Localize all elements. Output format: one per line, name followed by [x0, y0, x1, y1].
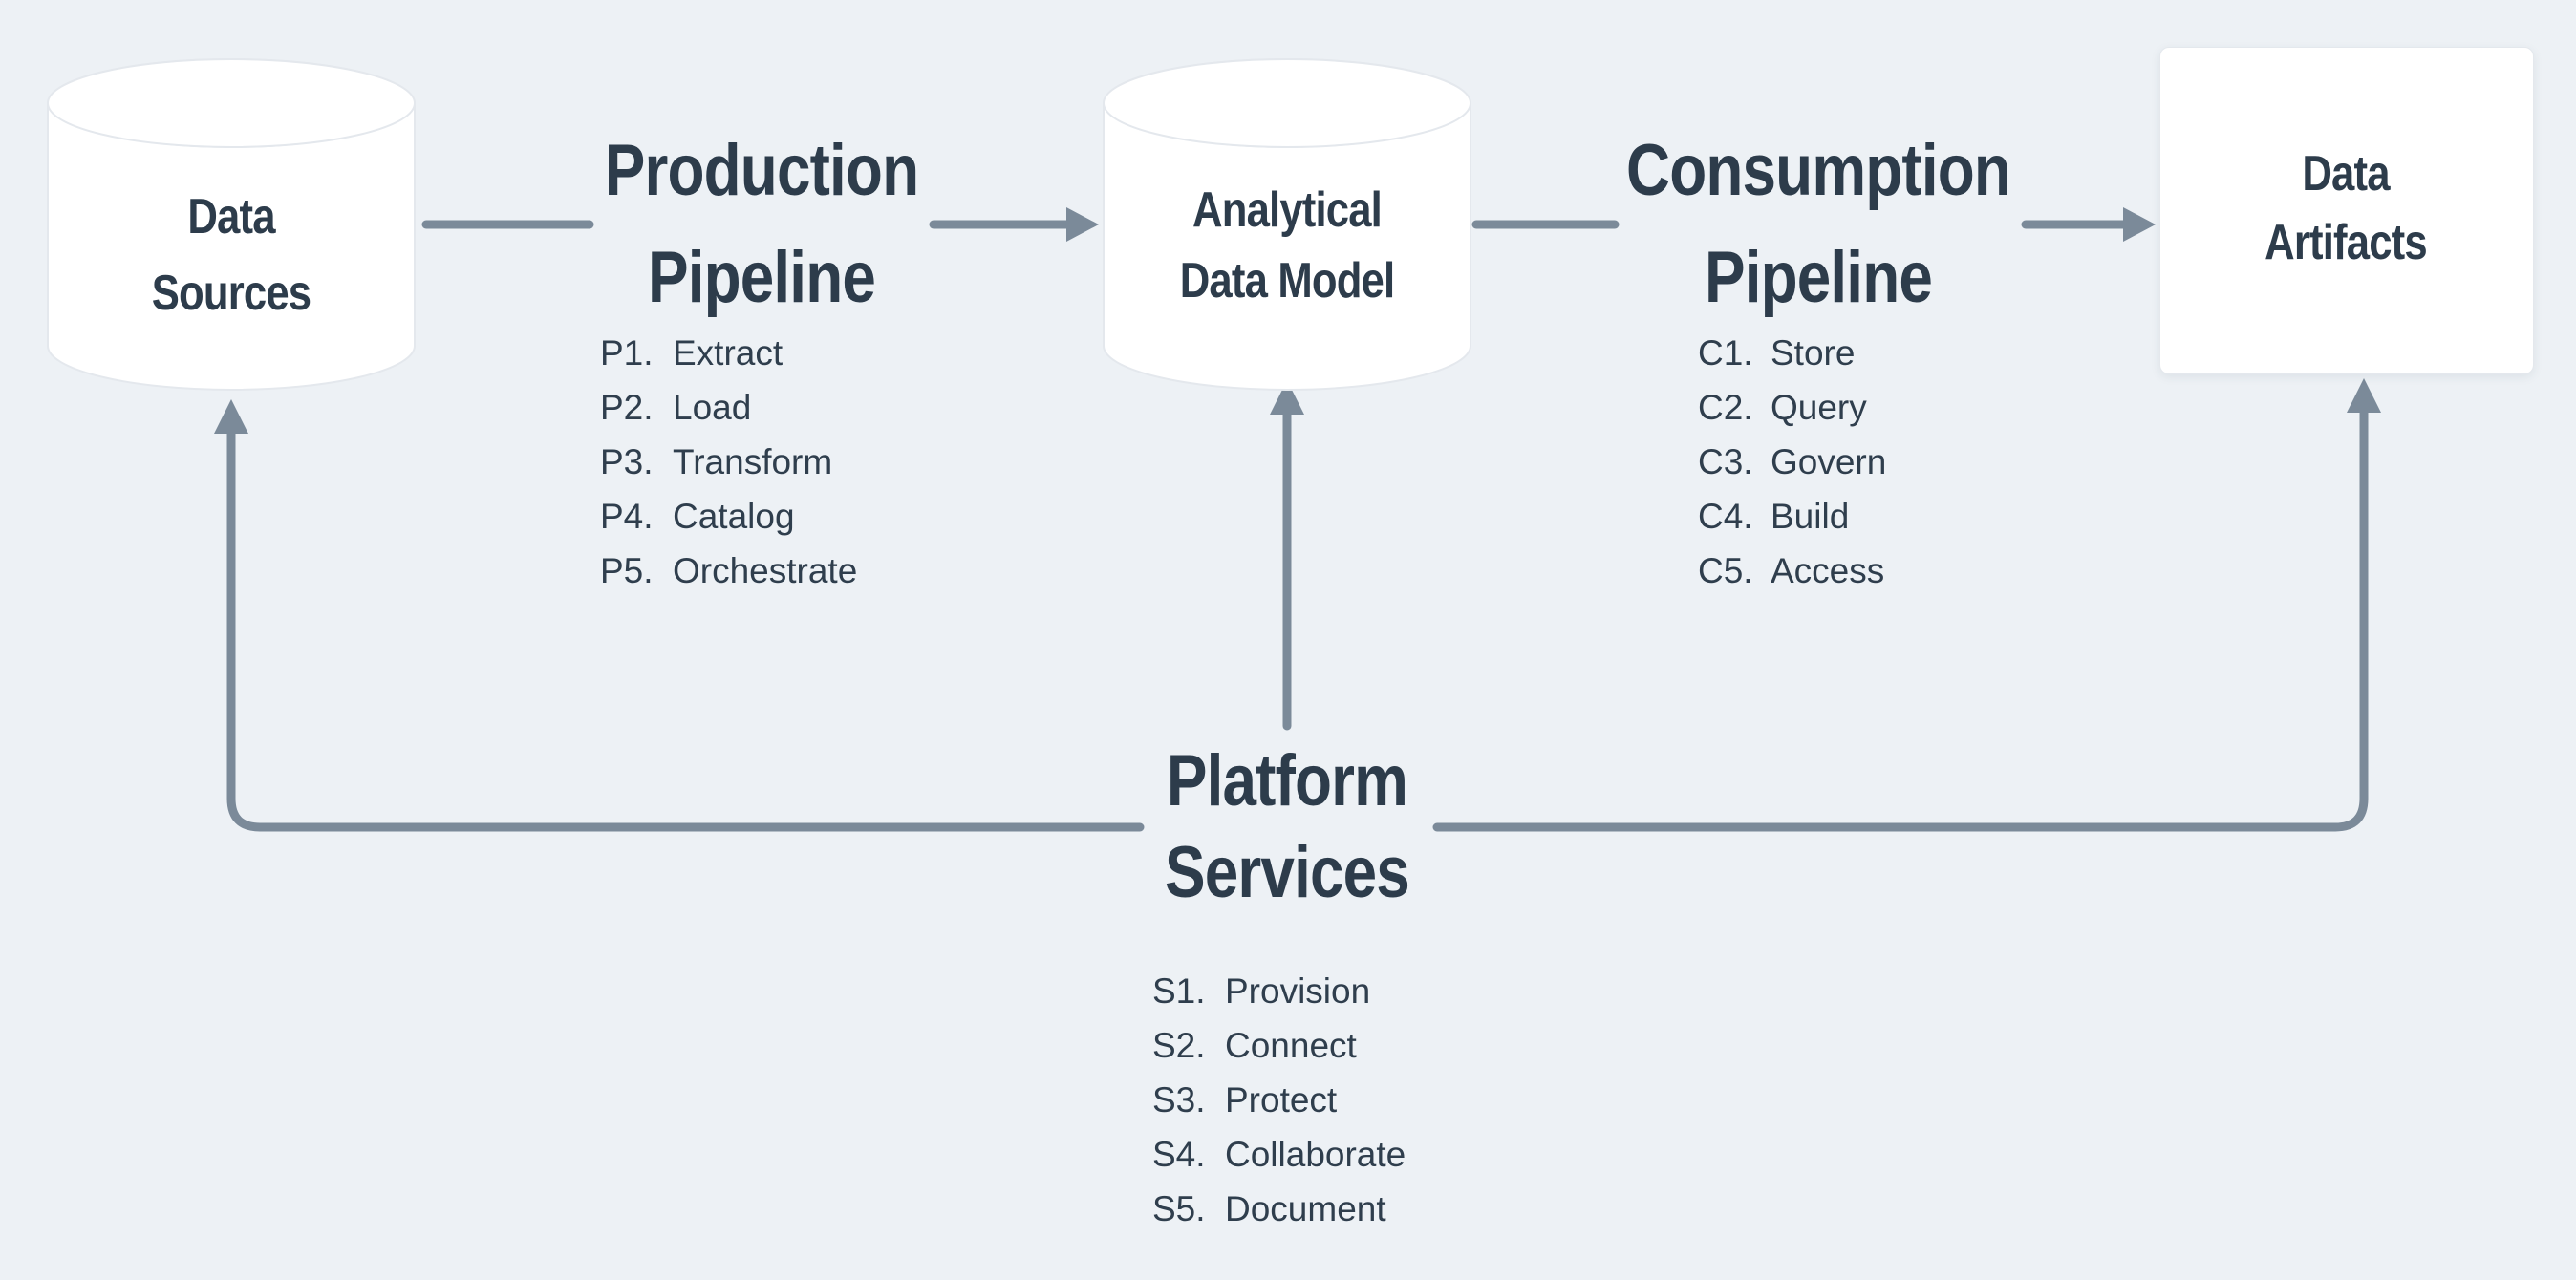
platform-steps-list: S1. Provision S2. Connect S3. Protect S4…: [1152, 964, 1406, 1236]
data-sources-label-line2: Sources: [151, 266, 311, 321]
arrow-platform-to-model-head: [1270, 380, 1304, 415]
consumption-steps-list: C1. Store C2. Query C3. Govern C4. Build…: [1698, 326, 1886, 598]
platform-step: S5. Document: [1152, 1189, 1386, 1228]
data-sources-cylinder: [47, 58, 416, 391]
production-step: P2. Load: [600, 388, 752, 427]
platform-bus-left: [226, 429, 1145, 832]
data-sources-label: Data Sources: [71, 179, 392, 331]
production-step: P3. Transform: [600, 442, 833, 481]
platform-step: S1. Provision: [1152, 971, 1371, 1011]
production-pipeline-title: Production Pipeline: [521, 117, 1002, 331]
arrow-platform-to-artifacts-head: [2347, 378, 2381, 413]
analytical-data-model-cylinder: [1103, 58, 1471, 391]
platform-bus-right: [1432, 408, 2369, 832]
consumption-step: C1. Store: [1698, 333, 1856, 373]
production-step: P5. Orchestrate: [600, 551, 858, 590]
platform-step: S4. Collaborate: [1152, 1135, 1406, 1174]
analytical-data-model-label: Analytical Data Model: [1127, 175, 1448, 316]
consumption-step: C3. Govern: [1698, 442, 1887, 481]
arrow-platform-to-sources-head: [214, 399, 248, 434]
production-step: P1. Extract: [600, 333, 784, 373]
platform-step: S3. Protect: [1152, 1080, 1338, 1120]
consumption-pipeline-title-line2: Pipeline: [1704, 237, 1933, 318]
consumption-step: C5. Access: [1698, 551, 1885, 590]
consumption-step: C4. Build: [1698, 497, 1850, 536]
analytical-data-model-label-line2: Data Model: [1179, 253, 1395, 309]
platform-services-title: Platform Services: [1046, 736, 1528, 919]
consumption-step: C2. Query: [1698, 388, 1867, 427]
arrow-production-to-model-head: [1066, 207, 1099, 242]
platform-services-title-line1: Platform: [1166, 740, 1408, 821]
production-pipeline-title-line2: Pipeline: [647, 237, 876, 318]
production-steps-list: P1. Extract P2. Load P3. Transform P4. C…: [600, 326, 857, 598]
data-artifacts-box: [2159, 47, 2534, 374]
consumption-pipeline-title-line1: Consumption: [1625, 130, 2011, 211]
analytical-data-model-label-line1: Analytical: [1192, 182, 1383, 238]
data-artifacts-label: Data Artifacts: [2185, 139, 2506, 277]
data-artifacts-label-line1: Data: [2302, 146, 2390, 202]
production-step: P4. Catalog: [600, 497, 795, 536]
platform-services-title-line2: Services: [1165, 832, 1410, 913]
arrow-consumption-to-artifacts-head: [2123, 207, 2156, 242]
platform-step: S2. Connect: [1152, 1026, 1357, 1065]
data-artifacts-label-line2: Artifacts: [2265, 215, 2427, 270]
production-pipeline-title-line1: Production: [604, 130, 919, 211]
data-sources-label-line1: Data: [187, 189, 275, 245]
consumption-pipeline-title: Consumption Pipeline: [1578, 117, 2059, 331]
